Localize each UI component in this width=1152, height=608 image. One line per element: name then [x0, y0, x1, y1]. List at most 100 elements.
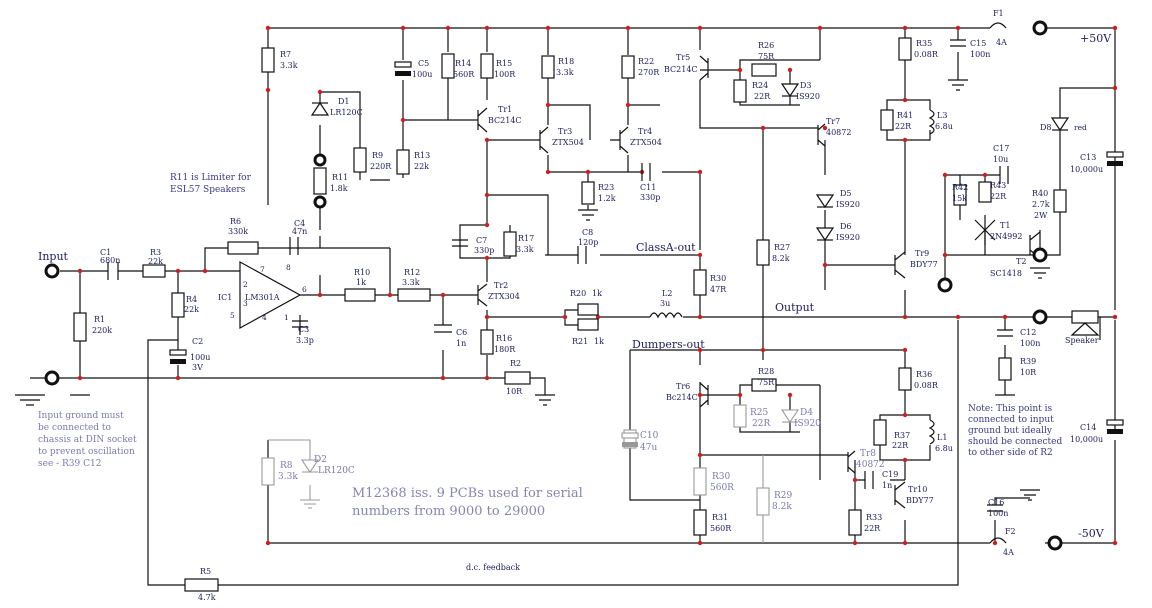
- r37-body: [873, 419, 887, 446]
- d6-body: [815, 227, 835, 242]
- d2-ref: D2: [314, 455, 327, 465]
- r42-body: [953, 184, 967, 206]
- neg-rail-label: -50V: [1078, 527, 1105, 540]
- limiter-note-2: ESL57 Speakers: [170, 185, 246, 195]
- point-note-3: ground but ideally: [968, 426, 1053, 436]
- output-terminal[interactable]: [1032, 309, 1048, 325]
- d4-ref: D4: [800, 408, 813, 418]
- junction-dot: [387, 292, 393, 298]
- r30b-ref: R30: [712, 472, 731, 482]
- opamp-body: [239, 260, 302, 330]
- r1-body: [73, 312, 87, 342]
- input-ground-terminal[interactable]: [44, 370, 60, 386]
- junction-dot: [992, 540, 998, 546]
- junction-dot: [77, 375, 83, 381]
- r23-val: 1.2k: [598, 194, 616, 203]
- c13-body: [1106, 151, 1124, 166]
- r12-body: [397, 288, 431, 302]
- f2-ref: F2: [1005, 527, 1016, 536]
- c11-body: [641, 163, 651, 181]
- junction-dot: [625, 102, 631, 108]
- tr5-ref: Tr5: [676, 53, 690, 62]
- r29-val: 8.2k: [772, 502, 792, 512]
- junction-dot: [1112, 314, 1118, 320]
- junction-dot: [697, 252, 703, 258]
- r36-body: [898, 367, 912, 391]
- protection-sense-terminal[interactable]: [937, 277, 953, 293]
- r26-ref: R26: [758, 41, 774, 50]
- l3-ref: L3: [937, 111, 947, 120]
- r33-ref: R33: [866, 513, 882, 522]
- r8-val: 3.3k: [278, 472, 298, 482]
- r4-body: [171, 292, 185, 318]
- d5-body: [815, 194, 835, 209]
- ground-note-1: Input ground must: [38, 411, 124, 421]
- r37-val: 22R: [892, 441, 909, 450]
- r4-ref: R4: [186, 295, 197, 304]
- junction-dot: [852, 477, 858, 483]
- pos-rail-terminal[interactable]: [1032, 20, 1048, 36]
- junction-dot: [817, 25, 823, 31]
- junction-dot: [562, 314, 568, 320]
- c17-body: [999, 166, 1009, 184]
- junction-dot: [902, 314, 908, 320]
- junction-dot: [545, 169, 551, 175]
- pos-rail-label: +50V: [1080, 32, 1112, 45]
- input-terminal[interactable]: [44, 263, 60, 279]
- junction-dot: [440, 292, 446, 298]
- d8-ref: D8: [1040, 123, 1052, 132]
- c15-body: [950, 39, 966, 47]
- tr6-val: Bc214C: [666, 393, 698, 402]
- r11-val: 1.8k: [330, 184, 348, 193]
- r3-body: [142, 264, 166, 278]
- l1-body: [928, 419, 935, 445]
- speaker-label: Speaker: [1065, 336, 1099, 345]
- c2-val: 100u: [190, 353, 210, 362]
- tr6-ref: Tr6: [676, 382, 690, 391]
- c11-val: 330p: [640, 193, 660, 202]
- speaker-body: [1071, 310, 1099, 324]
- r25-val: 22R: [752, 419, 770, 429]
- junction-dot: [697, 540, 703, 546]
- junction-dot: [942, 172, 948, 178]
- r11-link-top[interactable]: [313, 153, 327, 167]
- r24-val: 22R: [754, 92, 771, 101]
- junction-dot: [822, 262, 828, 268]
- point-note-1: Note: This point is: [968, 404, 1052, 414]
- junction-dot: [697, 25, 703, 31]
- c3-ref: C3: [298, 325, 309, 334]
- junction-dot: [545, 102, 551, 108]
- r17-ref: R17: [518, 234, 534, 243]
- r13-body: [396, 149, 410, 175]
- r9-ref: R9: [372, 151, 383, 160]
- r5-ref: R5: [200, 567, 211, 576]
- ic-ref: IC1: [218, 293, 232, 302]
- c6-ref: C6: [456, 328, 467, 337]
- d5-val: IS920: [836, 200, 860, 209]
- c12-ref: C12: [1020, 328, 1036, 337]
- r28-ref: R28: [758, 367, 774, 376]
- r23-body: [581, 181, 595, 205]
- ground-note-2: be connected to: [38, 423, 111, 433]
- junction-dot: [77, 268, 83, 274]
- c4-val: 47n: [292, 227, 307, 236]
- junction-dot: [760, 347, 766, 353]
- dumpers-label: Dumpers-out: [632, 338, 705, 351]
- r11-link-bottom[interactable]: [313, 195, 327, 209]
- tr5-body: [699, 55, 709, 81]
- junction-dot: [697, 452, 703, 458]
- junction-dot: [787, 392, 793, 398]
- l2-body: [649, 312, 683, 319]
- neg-rail-terminal[interactable]: [1047, 535, 1063, 551]
- r10-val: 1k: [356, 278, 366, 287]
- c8-val: 120p: [578, 238, 598, 247]
- junction-dot: [902, 25, 908, 31]
- r42-val: 15k: [952, 194, 967, 203]
- r21-ref: R21: [572, 337, 588, 346]
- protection-terminal[interactable]: [1032, 247, 1048, 263]
- r16-val: 180R: [494, 345, 516, 354]
- junction-dot: [1112, 85, 1118, 91]
- component-bodies: [15, 20, 1124, 592]
- c16-body: [987, 504, 1003, 512]
- c1-ref: C1: [100, 248, 111, 257]
